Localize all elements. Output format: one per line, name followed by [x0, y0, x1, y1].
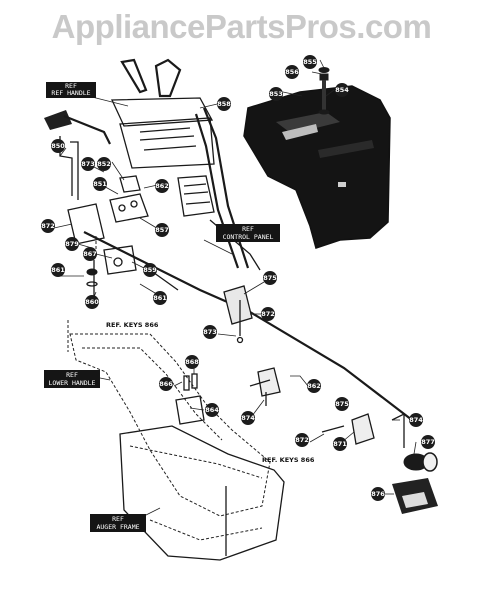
callout-875-b: 875	[335, 397, 349, 411]
svg-text:861: 861	[51, 266, 65, 274]
svg-text:867: 867	[83, 250, 97, 258]
svg-text:862: 862	[155, 182, 169, 190]
right-bracket-assembly	[249, 367, 375, 445]
callout-860: 860	[85, 295, 99, 309]
svg-text:852: 852	[97, 160, 111, 168]
svg-text:REF: REF	[65, 82, 77, 90]
svg-text:CONTROL PANEL: CONTROL PANEL	[223, 233, 274, 241]
svg-text:859: 859	[143, 266, 157, 274]
svg-text:REF: REF	[112, 515, 124, 523]
svg-text:874: 874	[241, 414, 255, 422]
svg-text:873: 873	[203, 328, 217, 336]
svg-text:856: 856	[285, 68, 299, 76]
callout-874-a: 874	[241, 411, 255, 425]
callout-854: 854	[335, 83, 349, 97]
ref-keys-label-a: REF. KEYS 866	[106, 321, 159, 329]
svg-text:875: 875	[263, 274, 277, 282]
callout-851: 851	[93, 177, 107, 191]
callout-862: 862	[155, 179, 169, 193]
callout-861-b: 861	[153, 291, 167, 305]
svg-text:874: 874	[409, 416, 423, 424]
ref-label-lower-handle: REF LOWER HANDLE	[44, 370, 100, 388]
callout-873-b: 873	[203, 325, 217, 339]
callout-856: 856	[285, 65, 299, 79]
callout-866: 866	[159, 377, 173, 391]
svg-text:LOWER HANDLE: LOWER HANDLE	[49, 379, 96, 387]
svg-text:879: 879	[65, 240, 79, 248]
callout-855: 855	[303, 55, 317, 69]
left-bracket-assembly	[67, 175, 149, 300]
callout-857: 857	[155, 223, 169, 237]
callout-879: 879	[65, 237, 79, 251]
callout-850: 850	[51, 139, 65, 153]
callout-876: 876	[371, 487, 385, 501]
control-panel-cover	[243, 85, 391, 249]
svg-text:875: 875	[335, 400, 349, 408]
callout-862-b: 862	[307, 379, 321, 393]
svg-text:866: 866	[159, 380, 173, 388]
ref-keys-label-b: REF. KEYS 866	[262, 456, 315, 464]
svg-text:857: 857	[155, 226, 169, 234]
svg-text:AUGER FRAME: AUGER FRAME	[96, 523, 139, 531]
svg-text:873: 873	[81, 160, 95, 168]
bearing-assembly	[391, 412, 438, 514]
callout-872-c: 872	[295, 433, 309, 447]
svg-text:858: 858	[217, 100, 231, 108]
svg-text:876: 876	[371, 490, 385, 498]
callout-874-b: 874	[409, 413, 423, 427]
callout-872-b: 872	[261, 307, 275, 321]
svg-text:868: 868	[185, 358, 199, 366]
callout-858: 858	[217, 97, 231, 111]
callout-853: 853	[269, 87, 283, 101]
svg-text:872: 872	[261, 310, 275, 318]
callout-868: 868	[185, 355, 199, 369]
svg-text:REF HANDLE: REF HANDLE	[51, 89, 90, 97]
svg-text:853: 853	[269, 90, 283, 98]
callout-859: 859	[143, 263, 157, 277]
callout-875-a: 875	[263, 271, 277, 285]
auger-frame	[119, 425, 285, 561]
svg-text:860: 860	[85, 298, 99, 306]
callout-872-a: 872	[41, 219, 55, 233]
callout-852: 852	[97, 157, 111, 171]
lower-handle	[67, 320, 271, 517]
ref-label-top: REF REF HANDLE	[46, 82, 96, 98]
svg-text:872: 872	[295, 436, 309, 444]
svg-text:871: 871	[333, 440, 347, 448]
callout-877: 877	[421, 435, 435, 449]
ref-label-auger-frame: REF AUGER FRAME	[90, 514, 146, 532]
callout-873-a: 873	[81, 157, 95, 171]
mid-bracket	[223, 285, 253, 344]
svg-text:864: 864	[205, 406, 219, 414]
svg-text:851: 851	[93, 180, 107, 188]
upper-handle	[110, 58, 261, 271]
callout-871: 871	[333, 437, 347, 451]
svg-text:861: 861	[153, 294, 167, 302]
svg-text:872: 872	[41, 222, 55, 230]
svg-text:862: 862	[307, 382, 321, 390]
callout-867: 867	[83, 247, 97, 261]
svg-text:REF: REF	[66, 371, 78, 379]
svg-text:850: 850	[51, 142, 65, 150]
callout-861-a: 861	[51, 263, 65, 277]
svg-text:REF: REF	[242, 225, 254, 233]
svg-text:877: 877	[421, 438, 435, 446]
lower-bracket	[175, 373, 205, 425]
callout-864: 864	[205, 403, 219, 417]
svg-text:854: 854	[335, 86, 349, 94]
ref-label-control-panel: REF CONTROL PANEL	[216, 224, 280, 242]
svg-text:855: 855	[303, 58, 317, 66]
watermark: AppliancePartsPros.com	[51, 8, 432, 45]
